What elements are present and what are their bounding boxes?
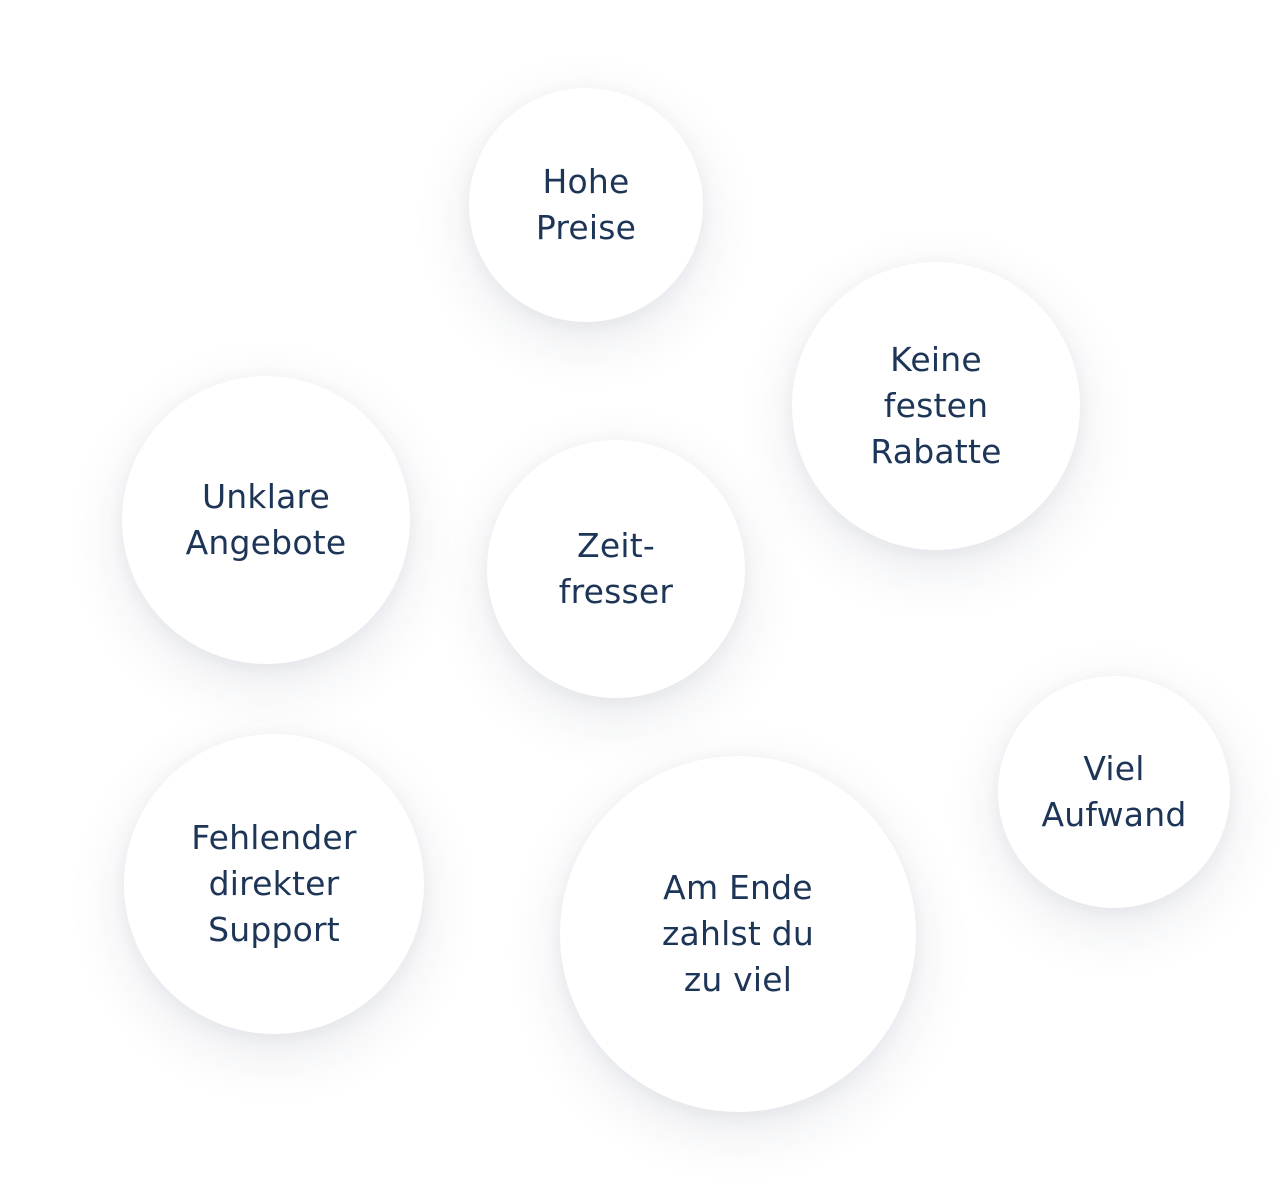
bubble-zeitfresser: Zeit- fresser [487, 440, 745, 698]
bubble-label: Keine festen Rabatte [870, 340, 1002, 471]
bubble-label: Viel Aufwand [1041, 749, 1187, 834]
bubble-label: Zeit- fresser [558, 526, 674, 611]
bubble-keine-festen-rabatte: Keine festen Rabatte [792, 262, 1080, 550]
bubble-unklare-angebote: Unklare Angebote [122, 376, 410, 664]
bubble-label: Fehlender direkter Support [191, 818, 357, 949]
bubble-label: Unklare Angebote [185, 477, 347, 562]
bubble-viel-aufwand: Viel Aufwand [998, 676, 1230, 908]
bubble-am-ende-zahlst-du-zu-viel: Am Ende zahlst du zu viel [560, 756, 916, 1112]
bubble-hohe-preise: Hohe Preise [469, 88, 703, 322]
bubble-label: Am Ende zahlst du zu viel [662, 868, 814, 999]
bubble-fehlender-direkter-support: Fehlender direkter Support [124, 734, 424, 1034]
bubble-label: Hohe Preise [535, 162, 637, 247]
